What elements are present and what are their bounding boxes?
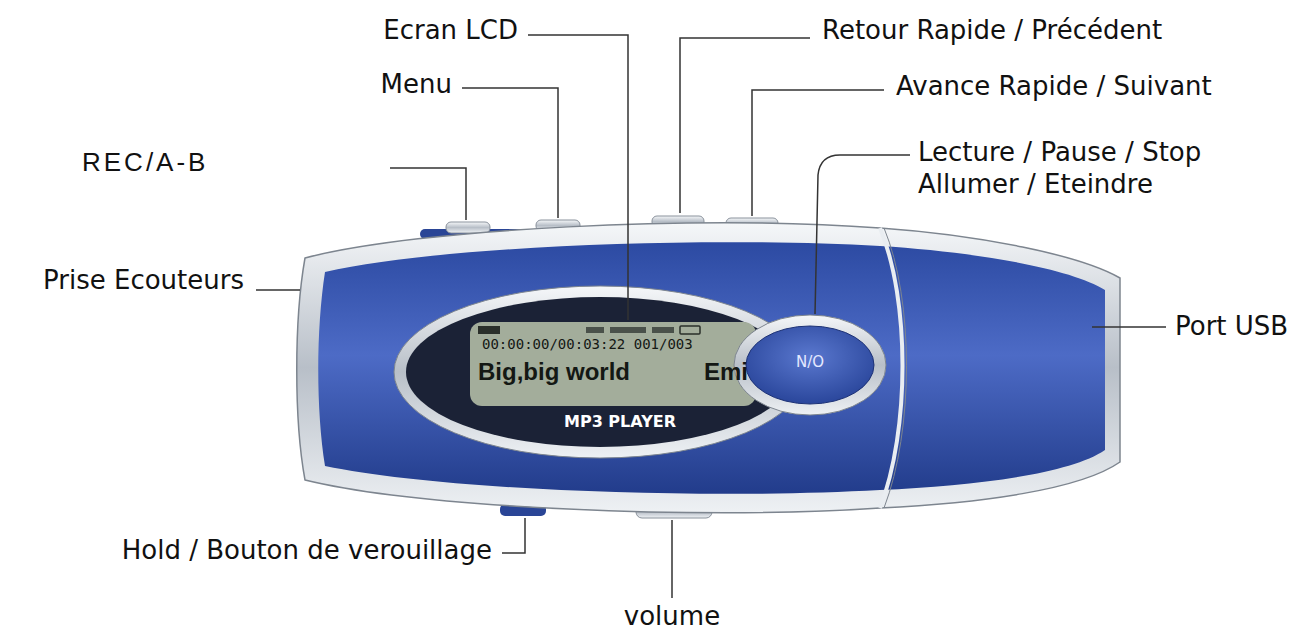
leader-line [671, 520, 673, 598]
blue-band [318, 242, 1105, 494]
leader-line [1092, 326, 1166, 328]
part-label: Lecture / Pause / Stop [918, 138, 1201, 168]
part-label: Ecran LCD [383, 16, 518, 46]
part-label: REC/A-B [82, 148, 208, 178]
battery-icon [680, 326, 700, 334]
part-label: Prise Ecouteurs [43, 266, 244, 296]
lcd-artist: Emi [704, 358, 748, 386]
part-label: Menu [381, 70, 452, 100]
leader-line [528, 35, 628, 320]
part-label: Avance Rapide / Suivant [896, 72, 1212, 102]
play-button [746, 326, 874, 404]
lcd-window [406, 297, 794, 447]
part-label: Allumer / Eteindre [918, 170, 1153, 200]
leader-line [815, 155, 910, 314]
lcd-icon [610, 327, 646, 333]
leader-line [390, 168, 466, 220]
lcd-display [470, 322, 756, 406]
part-label: Hold / Bouton de verouillage [122, 536, 492, 566]
part-label: volume [624, 602, 720, 632]
lcd-icon [586, 327, 604, 333]
leader-line [462, 88, 558, 218]
play-button-ring [734, 315, 886, 415]
leader-line [680, 38, 810, 213]
usb-cap-seam-shadow [884, 228, 907, 508]
rec-button [446, 222, 490, 233]
lcd-title: Big,big world [478, 358, 630, 386]
device-brand: MP3 PLAYER [564, 413, 676, 431]
button-text: N/O [796, 354, 824, 371]
lcd-icon [478, 326, 500, 334]
part-label: Retour Rapide / Précédent [822, 16, 1162, 46]
leader-line [502, 518, 525, 553]
leader-line [256, 289, 300, 291]
part-label: Port USB [1175, 312, 1288, 342]
lcd-surround [394, 286, 806, 458]
lcd-icon [652, 327, 674, 333]
lcd-time: 00:00:00/00:03:22 001/003 [482, 336, 693, 352]
housing [297, 223, 1120, 513]
